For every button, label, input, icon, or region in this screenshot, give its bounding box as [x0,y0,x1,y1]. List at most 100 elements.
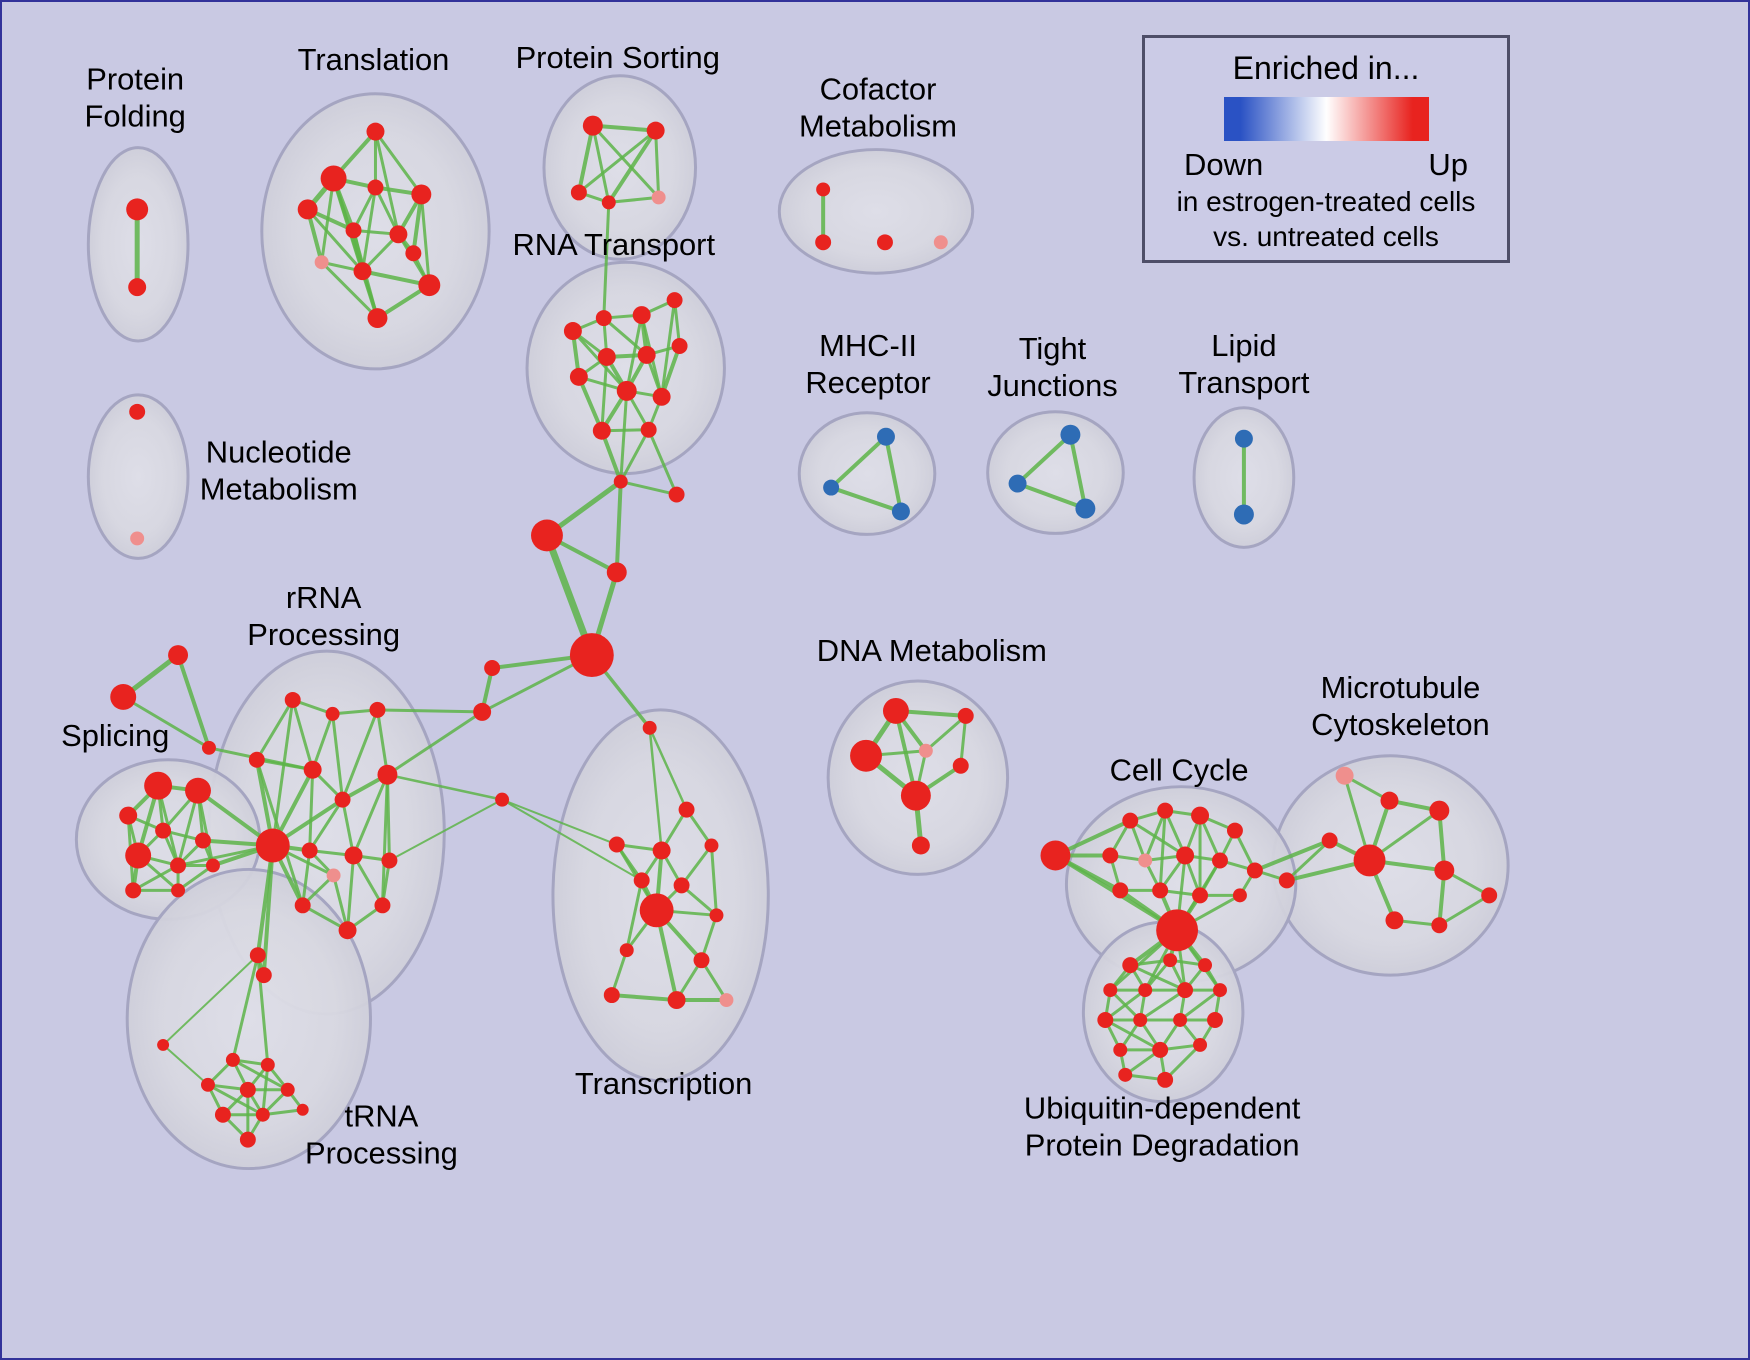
gene-set-node [214,1106,231,1123]
gene-set-node [667,991,686,1010]
cluster-ellipse-nucleotide-metabolism [86,393,190,560]
gene-set-node [569,367,588,386]
gene-set-node [640,421,657,438]
gene-set-node [1157,1071,1174,1088]
gene-set-edge [1128,819,1187,857]
gene-set-node [297,199,318,220]
gene-set-edge [1103,1018,1162,1052]
gene-set-node [200,1077,215,1092]
gene-set-edge [590,123,658,133]
gene-set-edge [176,863,215,892]
gene-set-edge [1158,809,1167,892]
gene-set-edge [648,726,688,811]
gene-set-node [608,836,625,853]
gene-set-node [1380,791,1399,810]
gene-set-node [1176,846,1195,865]
cluster-label-transcription: Transcription [575,1066,752,1101]
gene-set-edge [883,434,903,514]
gene-set-edge [131,863,180,892]
gene-set-node [1177,982,1194,999]
gene-set-node [673,877,690,894]
gene-set-node [1431,917,1448,934]
gene-set-edge [352,853,384,907]
gene-set-node [601,195,616,210]
gene-set-node [1353,844,1386,877]
gene-set-edge [373,130,400,236]
gene-set-node [125,842,152,869]
gene-set-node [369,701,386,718]
gene-set-edge [1128,963,1187,992]
gene-set-node [1156,909,1199,952]
gene-set-node [1040,840,1071,871]
gene-set-node [1097,1012,1114,1028]
gene-set-node [1212,852,1228,869]
gene-set-node [411,184,432,205]
gene-set-edge [654,129,661,199]
cluster-label-translation: Translation [298,42,450,77]
gene-set-node [1152,882,1169,899]
gene-set-node [1198,958,1213,973]
gene-set-edge [1015,432,1073,486]
gene-set-node [1118,1067,1133,1082]
gene-set-edge [176,653,211,750]
gene-set-node [719,993,734,1008]
gene-set-node [119,806,138,825]
gene-set-node [876,234,893,251]
gene-set-edge [255,843,275,958]
gene-set-node [1075,498,1096,519]
gene-set-node [1113,1042,1128,1057]
gene-set-edge [206,1083,265,1117]
gene-set-edge [829,485,903,514]
gene-set-node [405,245,422,262]
gene-set-edge [352,773,389,857]
gene-set-node [1008,474,1027,493]
gene-set-node [367,179,384,196]
gene-set-edge [361,185,377,273]
gene-set-node [652,841,671,860]
gene-set-node [294,897,311,914]
gene-set-node [1138,983,1153,998]
legend-up-label: Up [1428,147,1468,182]
legend-scale-labels: Down Up [1184,147,1468,183]
gene-set-edge [609,993,679,1003]
gene-set-edge [599,428,623,484]
gene-set-node [125,882,142,899]
gene-set-node [678,801,695,818]
gene-set-node [1138,853,1153,868]
legend-gradient-bar [1223,97,1429,141]
gene-set-node [1152,1041,1169,1058]
gene-set-node [296,1103,309,1116]
gene-set-node [225,1052,240,1067]
gene-set-node [1103,983,1118,998]
gene-set-node [603,987,620,1004]
gene-set-node [484,660,501,677]
gene-set-node [495,792,510,807]
gene-set-node [130,531,145,546]
gene-set-node [570,184,587,201]
gene-set-node [255,1107,270,1122]
gene-set-node [911,836,930,855]
gene-set-node [1102,847,1119,864]
gene-set-node [367,308,388,329]
gene-set-edge [647,428,679,497]
gene-set-edge [619,480,679,497]
gene-set-edge [1143,809,1167,862]
gene-set-node [185,777,211,804]
gene-set-node [128,278,147,297]
gene-set-node [255,828,290,863]
gene-set-node [882,697,909,724]
gene-set-edge [341,798,356,857]
gene-set-edge [331,712,345,802]
gene-set-edge [591,124,661,199]
gene-set-edge [320,260,379,320]
gene-set-node [1122,957,1139,974]
